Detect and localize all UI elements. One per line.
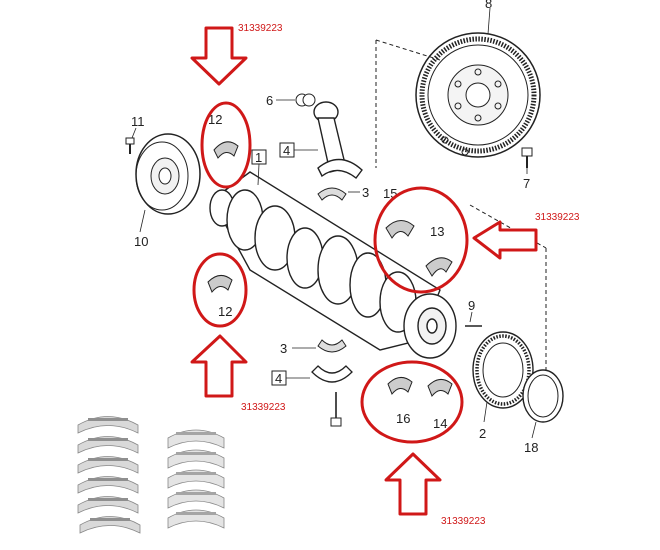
callout-16: 16 [396,411,410,426]
callout-13: 13 [430,224,444,239]
bearing-shells-photo [77,416,225,534]
seal-ring [522,369,564,423]
main-bearing-14 [427,379,453,397]
main-bearing-13 [425,257,453,277]
callout-15: 15 [383,186,397,201]
arrow-up-icon-bottom [384,452,442,516]
callout-8: 8 [485,0,492,11]
main-bearing-16 [387,377,413,395]
arrow-left-icon [472,220,538,260]
callout-6: 6 [266,93,273,108]
main-bearing-12-lower [207,275,233,293]
callout-4-bottom: 4 [275,371,282,386]
part-number-left-bottom: 31339223 [241,402,286,413]
part-number-bottom: 31339223 [441,516,486,527]
crank-pulley [135,133,201,215]
callout-3-top: 3 [362,185,369,200]
arrow-down-icon [190,26,248,86]
callout-12-bottom: 12 [218,304,232,319]
part-number-right: 31339223 [535,212,580,223]
piston-pin-bushing [295,93,316,107]
part-number-top: 31339223 [238,23,283,34]
rod-bearing-upper [317,187,347,201]
rod-cap [311,365,353,427]
callout-12-top: 12 [208,112,222,127]
callout-3-bottom: 3 [280,341,287,356]
crankshaft [209,171,457,359]
flywheel-bolt [521,147,533,168]
pulley-bolt [125,137,135,154]
callout-10: 10 [134,234,148,249]
connecting-rod [313,101,363,179]
callout-1: 1 [255,150,262,165]
callout-11: 11 [131,114,145,129]
flywheel [415,32,541,158]
callout-18: 18 [524,440,538,455]
main-bearing-12-upper [213,141,239,159]
callout-9: 9 [468,298,475,313]
callout-4-top: 4 [283,143,290,158]
callout-7: 7 [523,176,530,191]
callout-2: 2 [479,426,486,441]
main-bearing-15-upper [385,220,415,239]
rear-main-seal [472,331,534,409]
highlight-circles [192,101,469,444]
callout-14: 14 [433,416,447,431]
rod-bearing-lower [317,339,347,353]
arrow-up-icon-left [190,334,248,398]
